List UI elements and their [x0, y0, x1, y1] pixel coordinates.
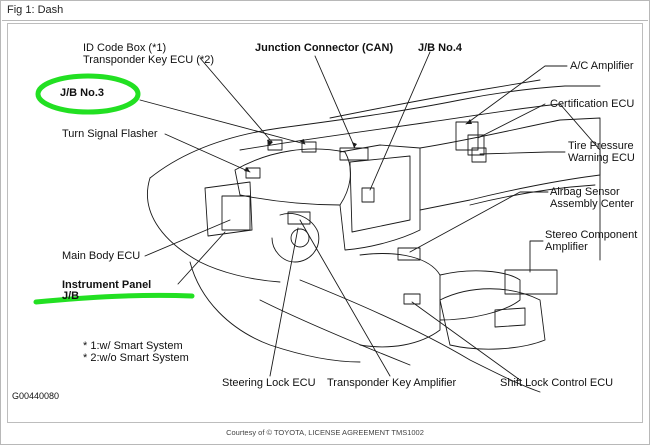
leader-main-body — [144, 219, 231, 257]
cluster-hood — [234, 148, 351, 206]
label-airbag-sensor-line2: Assembly Center — [550, 198, 634, 210]
steering-hub — [290, 228, 310, 248]
leader-ac-amp — [465, 65, 568, 125]
shifter-base — [494, 307, 526, 328]
leader-id-code-box — [199, 57, 273, 143]
pillar-right — [559, 103, 601, 261]
instrument-panel-highlight-underline — [33, 292, 195, 305]
leader-steering-lock — [269, 227, 299, 377]
passenger-dash — [419, 117, 601, 211]
label-stereo-component-line1: Stereo Component — [545, 229, 638, 241]
dash-upper-contour — [149, 85, 601, 179]
component-jb-no4 — [361, 187, 375, 203]
label-id-code-box: ID Code Box (*1) — [83, 42, 167, 54]
console-right — [439, 270, 521, 321]
label-transponder-key-ecu: Transponder Key ECU (*2) — [83, 54, 215, 66]
center-stack-inner — [349, 155, 411, 233]
leader-junction — [314, 55, 356, 149]
diagram-panel — [7, 23, 643, 423]
component-main-body-ecu — [221, 195, 251, 231]
tunnel-floor-2 — [259, 299, 411, 366]
label-certification-ecu: Certification ECU — [550, 98, 635, 110]
note-smart-system: * 1:w/ Smart System — [83, 340, 183, 352]
label-jb-no3: J/B No.3 — [60, 87, 105, 99]
label-jb-no4: J/B No.4 — [418, 42, 463, 54]
steering-column — [271, 213, 320, 263]
figure-title-bar: Fig 1: Dash — [2, 2, 648, 21]
leader-cert-ecu — [477, 103, 546, 139]
left-vent — [204, 181, 253, 237]
label-stereo-component-line2: Amplifier — [545, 241, 588, 253]
label-instrument-panel-line1: Instrument Panel — [62, 279, 152, 291]
armrest — [439, 288, 546, 350]
component-shift-lock — [403, 293, 421, 305]
component-airbag — [397, 247, 421, 261]
component-cert-ecu — [467, 134, 485, 156]
leader-tire — [479, 151, 566, 155]
component-jb-no3 — [301, 141, 317, 153]
label-steering-lock-ecu: Steering Lock ECU — [222, 377, 316, 389]
label-turn-signal-flasher: Turn Signal Flasher — [62, 128, 158, 140]
leader-transponder-amp — [299, 219, 391, 377]
component-transponder-amp — [287, 211, 311, 225]
component-ac-amp — [455, 121, 479, 151]
figure-title: Fig 1: Dash — [7, 4, 64, 16]
copyright-footer: Courtesy of © TOYOTA, LICENSE AGREEMENT … — [226, 428, 424, 437]
leader-turn-signal — [164, 133, 251, 173]
label-transponder-key-amplifier: Transponder Key Amplifier — [327, 377, 457, 389]
windshield-line — [329, 79, 541, 119]
dash-top-edge — [239, 103, 561, 151]
label-ac-amplifier: A/C Amplifier — [570, 60, 634, 72]
leader-airbag — [409, 191, 549, 253]
leader-jb-no3 — [139, 99, 306, 145]
label-junction-connector: Junction Connector (CAN) — [255, 42, 394, 54]
label-tire-pressure-line1: Tire Pressure — [568, 140, 634, 152]
component-stereo-amp — [504, 269, 558, 295]
note-no-smart-system: * 2:w/o Smart System — [83, 352, 189, 364]
leader-stereo — [529, 240, 544, 273]
figure-code: G00440080 — [12, 391, 60, 401]
dash-lower-panel — [189, 261, 361, 363]
component-id-code-box — [267, 139, 283, 151]
center-stack — [339, 144, 421, 251]
leader-instrument-jb — [177, 231, 226, 285]
label-shift-lock-control-ecu: Shift Lock Control ECU — [500, 377, 614, 389]
tunnel-floor — [299, 279, 541, 393]
component-tire-pressure — [471, 147, 487, 163]
console — [359, 253, 441, 348]
jb-no3-highlight-circle — [35, 73, 141, 115]
label-main-body-ecu: Main Body ECU — [62, 250, 141, 262]
leader-shift-lock — [411, 301, 521, 381]
label-instrument-panel-line2: J/B — [62, 290, 80, 302]
label-airbag-sensor-line1: Airbag Sensor — [550, 186, 620, 198]
component-turn-signal — [245, 167, 261, 179]
leader-jb-no4 — [369, 51, 431, 191]
label-tire-pressure-line2: Warning ECU — [568, 152, 635, 164]
dash-left-side — [147, 177, 281, 283]
